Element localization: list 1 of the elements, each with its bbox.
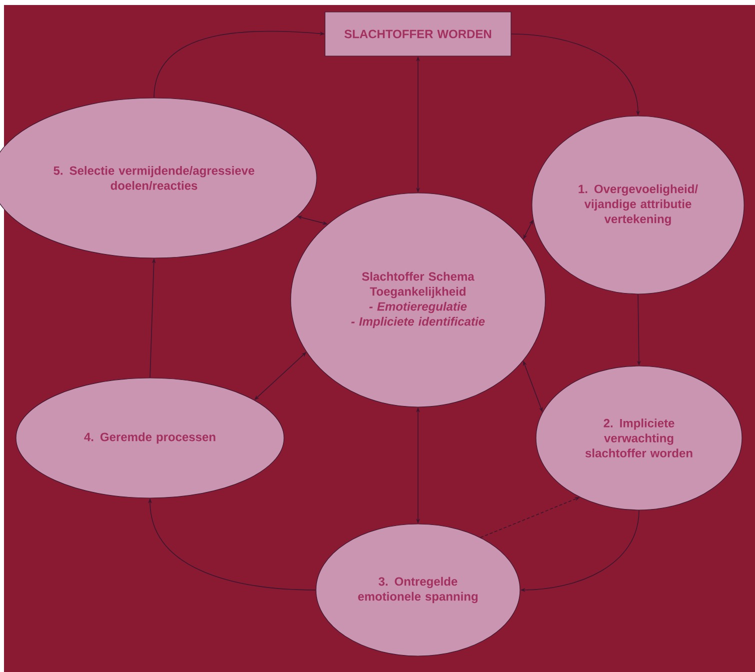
title-box: SLACHTOFFER WORDEN	[324, 12, 512, 56]
